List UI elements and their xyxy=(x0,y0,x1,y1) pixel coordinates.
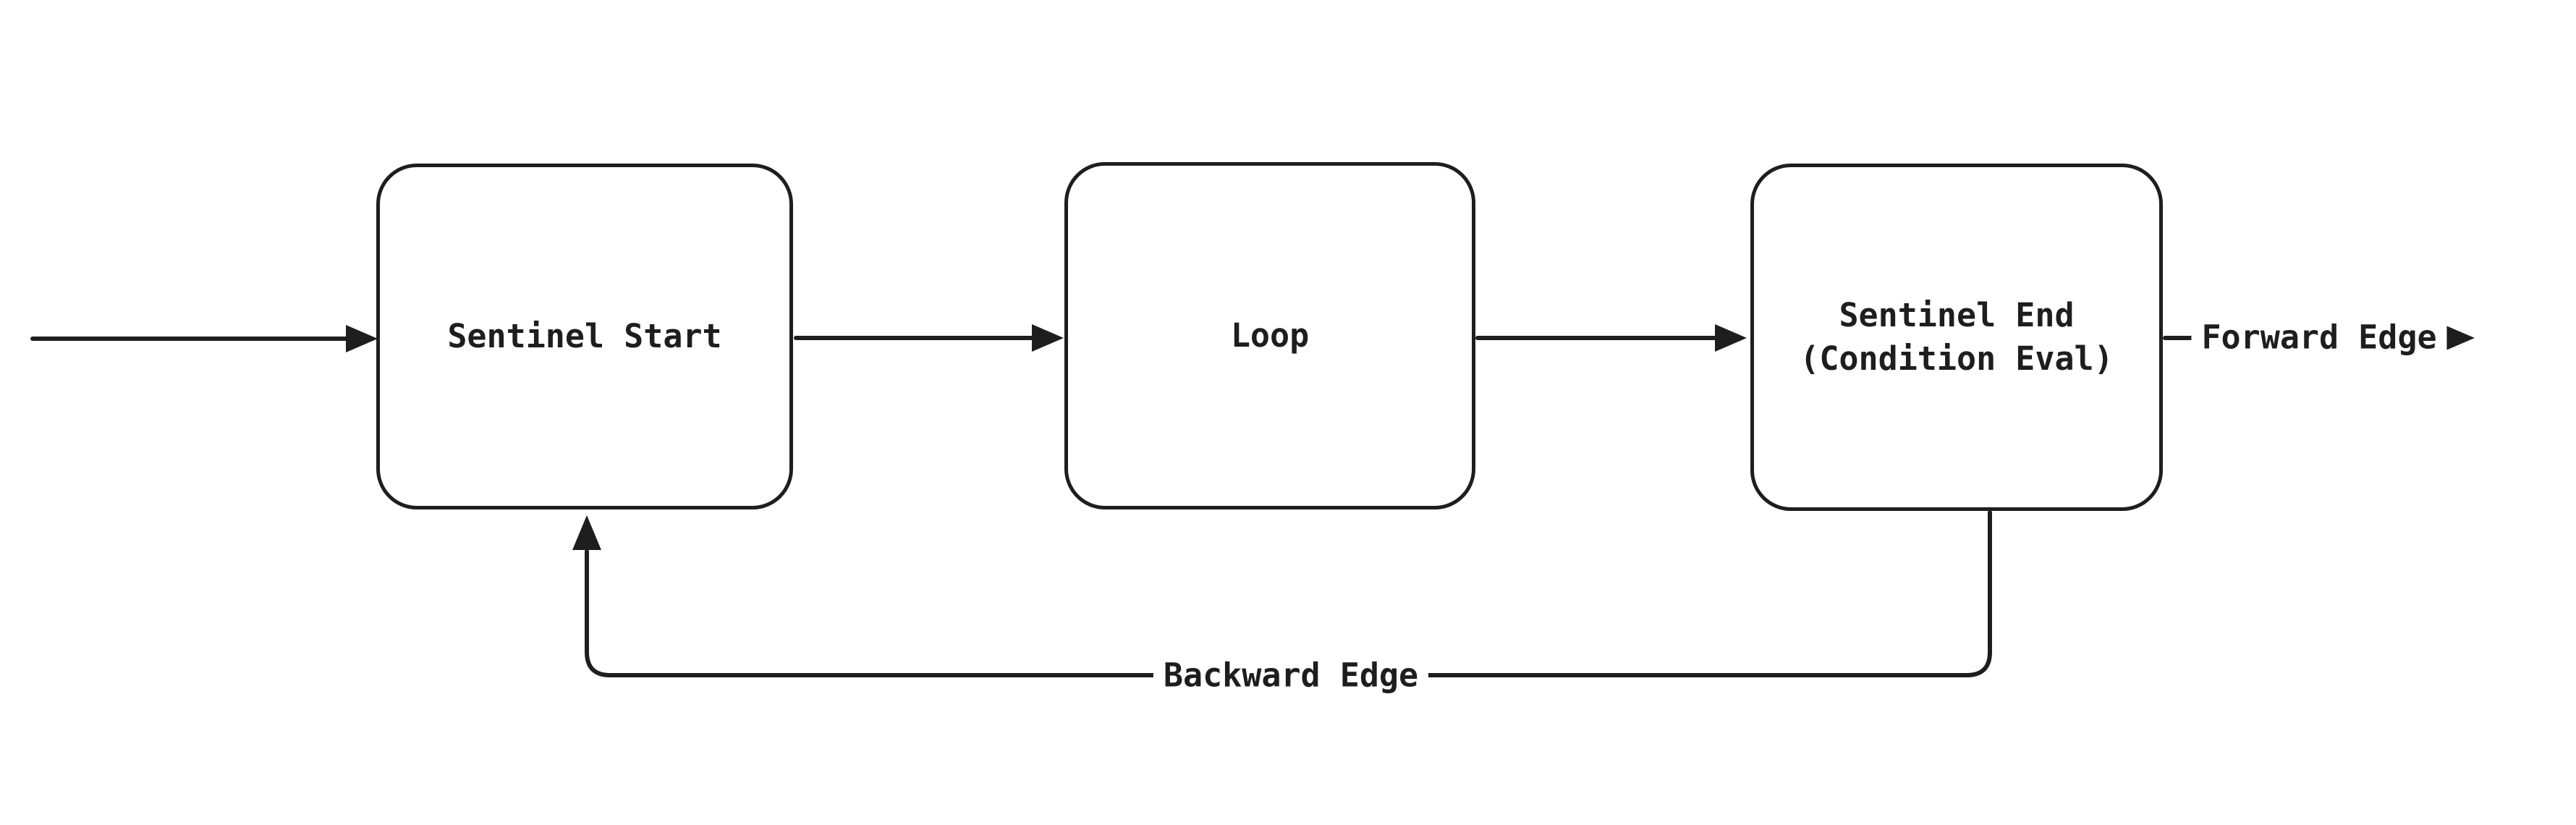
node-sentinel-end-label: Sentinel End (Condition Eval) xyxy=(1800,296,2114,378)
backward-edge-line[interactable] xyxy=(585,510,1992,677)
backward-edge-arrow-head-icon xyxy=(572,515,601,550)
node-sentinel-start-label: Sentinel Start xyxy=(447,317,722,355)
node-sentinel-start[interactable]: Sentinel Start xyxy=(376,164,793,509)
node-sentinel-end[interactable]: Sentinel End (Condition Eval) xyxy=(1750,164,2163,511)
loop-to-end-arrow-head-icon xyxy=(1715,324,1747,352)
backward-edge-label[interactable]: Backward Edge xyxy=(1153,656,1429,695)
forward-edge-arrow-head-icon xyxy=(2444,325,2475,351)
node-loop[interactable]: Loop xyxy=(1064,162,1475,509)
entry-arrow-head-icon xyxy=(346,325,378,352)
node-loop-label: Loop xyxy=(1230,316,1310,355)
forward-edge-label[interactable]: Forward Edge xyxy=(2191,318,2447,357)
start-to-loop-arrow-head-icon xyxy=(1032,324,1064,352)
